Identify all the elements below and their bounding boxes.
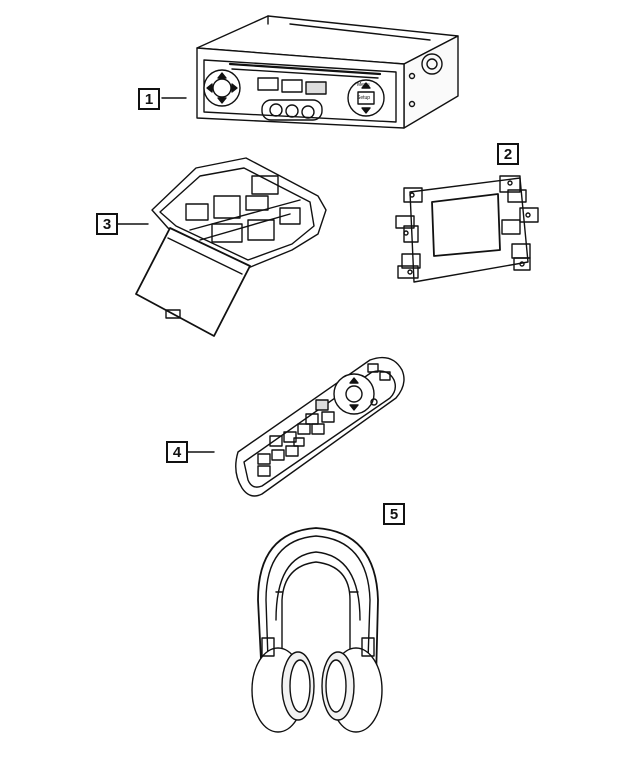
- headphones-illustration: [251, 527, 383, 733]
- callout-4: 4: [166, 441, 188, 463]
- callout-5: 5: [383, 503, 405, 525]
- callout-1-number: 1: [144, 90, 154, 108]
- dvd-player-illustration: Menu Setup: [196, 15, 459, 129]
- dvd-menu-label: Menu: [357, 82, 370, 88]
- callout-1: 1: [138, 88, 160, 110]
- callout-3-number: 3: [102, 215, 112, 233]
- callout-3: 3: [96, 213, 118, 235]
- overhead-screen-illustration: [135, 157, 327, 337]
- callout-2: 2: [497, 143, 519, 165]
- callout-5-number: 5: [389, 505, 399, 523]
- callout-2-number: 2: [503, 145, 513, 163]
- callout-4-number: 4: [172, 443, 182, 461]
- mounting-bracket-illustration: [395, 175, 539, 283]
- dvd-setup-label: Setup: [357, 95, 370, 101]
- remote-control-illustration: [235, 356, 405, 497]
